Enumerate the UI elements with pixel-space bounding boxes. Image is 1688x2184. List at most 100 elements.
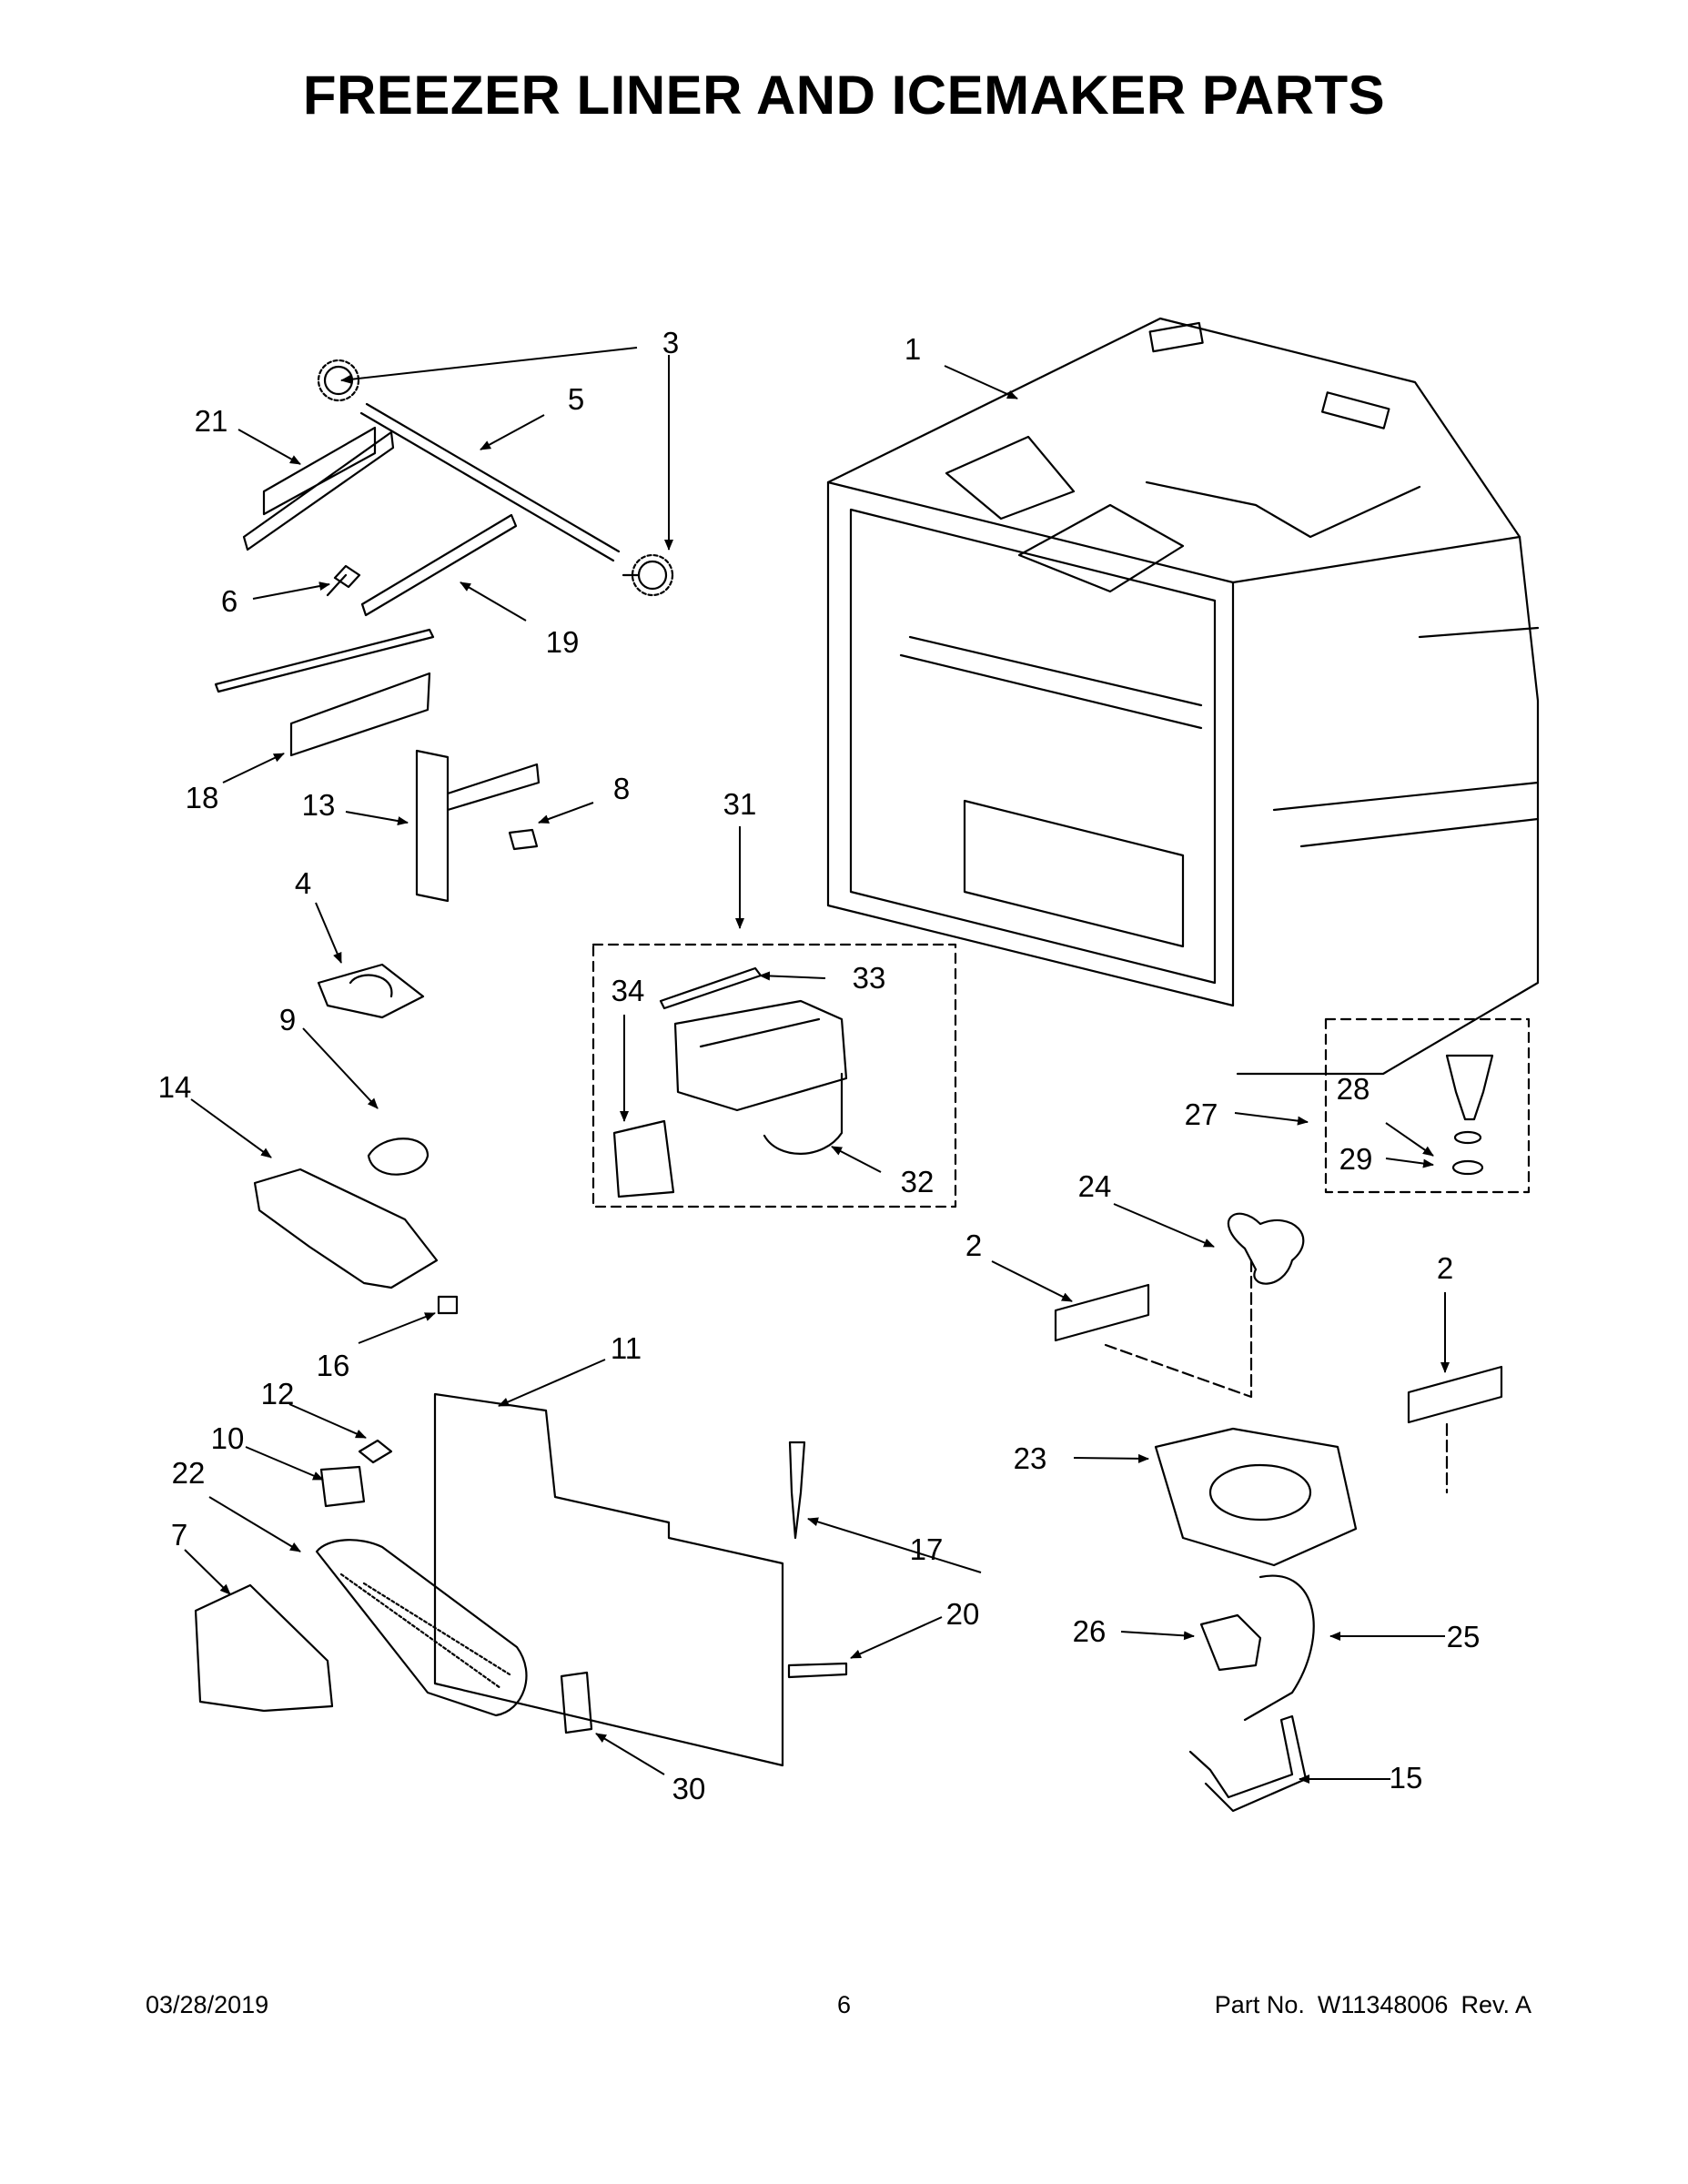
part-label: Part No. — [1214, 1991, 1305, 2018]
callout-17: 17 — [910, 1532, 944, 1566]
leader-line — [944, 365, 1018, 399]
callout-21: 21 — [195, 404, 228, 438]
part-number-value: W11348006 — [1317, 1991, 1449, 2018]
freezer-liner-part — [826, 317, 1540, 1076]
callout-23: 23 — [1014, 1441, 1047, 1475]
callout-7: 7 — [171, 1518, 187, 1552]
strainer-part — [1445, 1054, 1494, 1121]
callout-2: 2 — [965, 1228, 982, 1262]
callout-16: 16 — [317, 1349, 350, 1382]
panel-part — [433, 1392, 784, 1767]
leader-line — [1234, 1112, 1309, 1126]
footer-page-number: 6 — [836, 1991, 852, 2018]
bracket-part — [415, 749, 541, 903]
seal-part — [787, 1662, 848, 1679]
callout-27: 27 — [1185, 1097, 1218, 1131]
screw-part — [358, 1439, 393, 1464]
leader-line — [460, 581, 527, 622]
leader-line — [208, 1496, 301, 1552]
gear-part — [317, 359, 360, 402]
leader-line — [245, 1446, 324, 1481]
callout-19: 19 — [546, 625, 580, 659]
callout-24: 24 — [1078, 1169, 1112, 1203]
leader-line — [759, 971, 826, 981]
leader-line — [1120, 1631, 1195, 1641]
gear-part — [622, 553, 674, 597]
leader-line — [807, 1517, 982, 1573]
callout-31: 31 — [723, 787, 757, 821]
leader-line — [302, 1027, 379, 1109]
callout-22: 22 — [172, 1456, 206, 1490]
icemaker-body — [673, 999, 848, 1112]
auger-part — [367, 1138, 430, 1176]
leader-line — [252, 581, 330, 600]
callout-15: 15 — [1390, 1761, 1423, 1795]
leader-line — [538, 802, 594, 824]
bracket-part — [319, 1465, 366, 1508]
callout-34: 34 — [612, 974, 645, 1007]
leader-line — [1113, 1203, 1215, 1248]
leader-line — [190, 1098, 272, 1158]
washer-part — [1451, 1159, 1484, 1176]
fan-blade-part — [1227, 1212, 1305, 1285]
motor-bracket-part — [1188, 1714, 1308, 1813]
icemaker-group-box — [591, 943, 957, 1208]
callout-18: 18 — [186, 781, 219, 814]
wire-part — [763, 1072, 844, 1155]
leader-line — [831, 1146, 882, 1173]
leader-line — [1385, 1122, 1434, 1157]
cover-part — [612, 1119, 675, 1198]
callout-9: 9 — [279, 1003, 296, 1036]
leader-line — [238, 429, 301, 465]
callout-28: 28 — [1337, 1072, 1370, 1106]
leader-line — [498, 1359, 606, 1407]
callout-2b: 2 — [1437, 1251, 1453, 1285]
callout-14: 14 — [158, 1070, 192, 1104]
callout-1: 1 — [905, 332, 921, 366]
rod-part — [359, 402, 621, 562]
insulation-pad-part — [1054, 1283, 1150, 1342]
callout-26: 26 — [1073, 1614, 1107, 1648]
leader-line — [184, 1549, 231, 1595]
callout-11: 11 — [611, 1331, 642, 1365]
callout-4: 4 — [295, 866, 311, 900]
leader-line — [315, 902, 342, 964]
housing-part — [253, 1168, 439, 1289]
leader-line — [1073, 1453, 1149, 1463]
callout-20: 20 — [946, 1597, 980, 1631]
callout-8: 8 — [613, 772, 630, 805]
callout-3: 3 — [662, 326, 679, 359]
callout-6: 6 — [221, 584, 238, 618]
revision-label: Rev. A — [1461, 1991, 1531, 2018]
o-ring-part — [1453, 1130, 1482, 1145]
filter-group-box — [1324, 1017, 1531, 1194]
callout-25: 25 — [1447, 1620, 1481, 1653]
callout-29: 29 — [1339, 1142, 1373, 1176]
callout-5: 5 — [568, 382, 584, 416]
screw-part — [326, 564, 361, 597]
sensor-part — [788, 1441, 806, 1540]
wire-part — [1243, 1574, 1315, 1722]
leader-line — [358, 1312, 436, 1344]
slide-rail-part — [214, 628, 435, 757]
handle-part — [560, 1671, 593, 1734]
callout-30: 30 — [672, 1772, 706, 1805]
footer-part-number: Part No. W11348006 Rev. A — [1202, 1991, 1531, 2019]
leader-line — [340, 347, 638, 384]
leader-line — [222, 753, 285, 784]
cover-part — [317, 963, 425, 1019]
page-title: FREEZER LINER AND ICEMAKER PARTS — [302, 65, 1386, 126]
callout-33: 33 — [853, 961, 886, 995]
leader-line — [850, 1616, 943, 1659]
insulation-pad-part — [1407, 1365, 1503, 1424]
leader-line — [595, 1733, 665, 1775]
fan-motor-part — [1199, 1613, 1262, 1672]
grille-part — [315, 1539, 528, 1717]
callout-12: 12 — [261, 1377, 295, 1410]
leader-line — [345, 811, 409, 826]
leader-line — [480, 414, 545, 450]
callout-32: 32 — [901, 1165, 935, 1198]
cover-part — [194, 1583, 334, 1713]
screw-part — [508, 828, 539, 851]
